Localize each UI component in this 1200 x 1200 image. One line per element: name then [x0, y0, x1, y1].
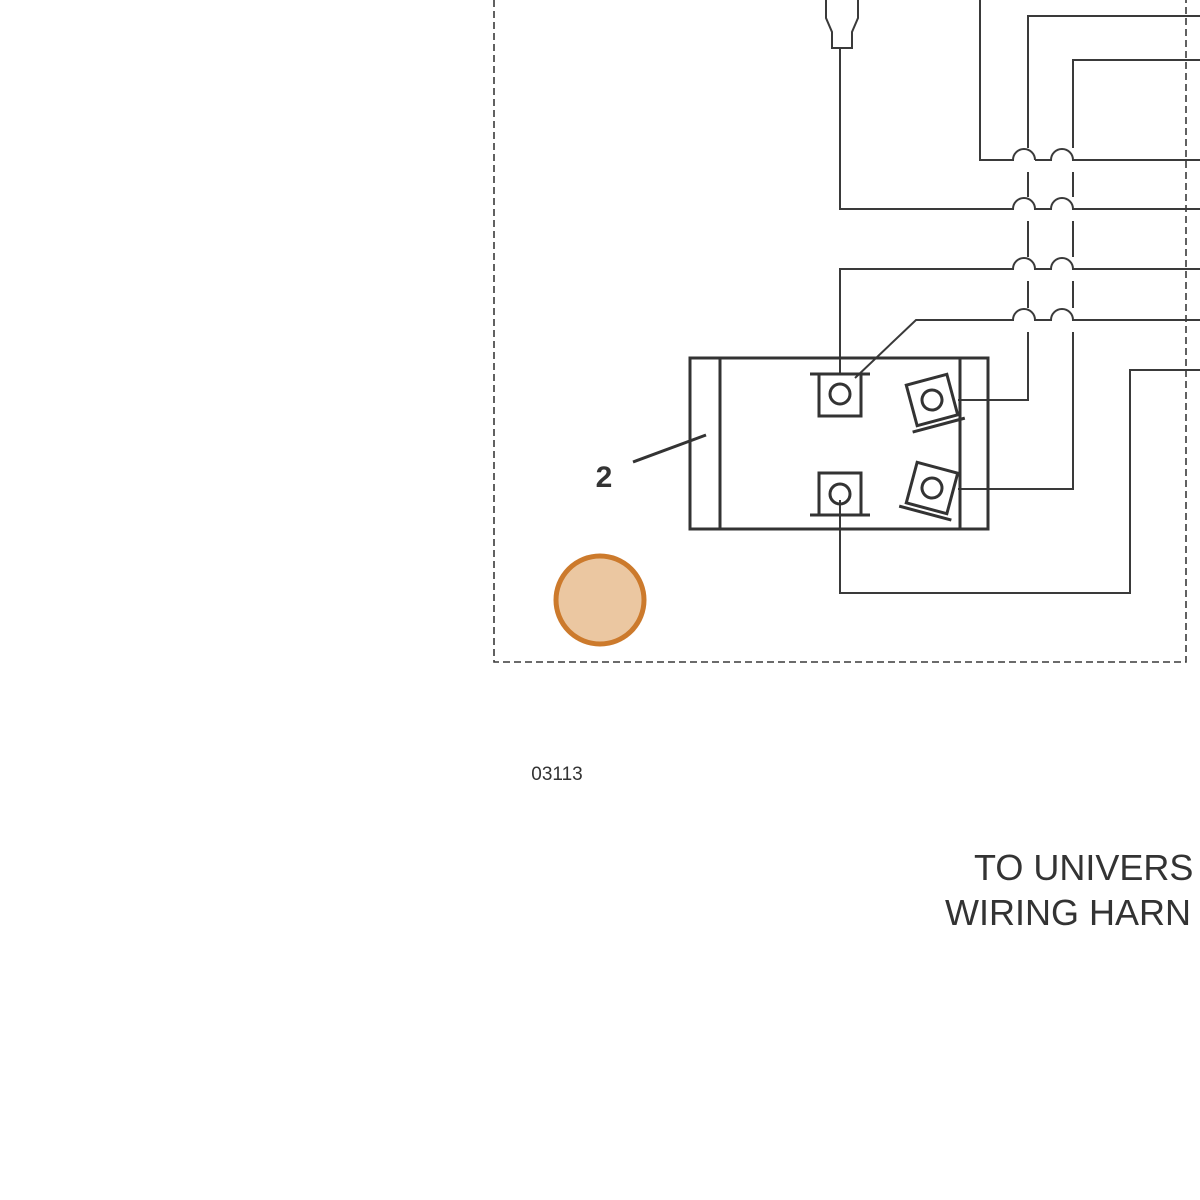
terminal-lower-left — [810, 471, 870, 517]
harness-note-line-2: WIRING HARN — [945, 892, 1191, 933]
callout-label: 2 — [596, 461, 613, 494]
highlight-marker[interactable] — [553, 553, 647, 647]
drawing-number: 03113 — [531, 764, 582, 785]
callout-leader — [632, 433, 707, 464]
terminal-upper-left — [810, 372, 870, 418]
enclosure-boundary — [493, 0, 1187, 663]
harness-note-line-1: TO UNIVERS — [974, 847, 1193, 888]
top-connector — [825, 0, 859, 56]
bus-wires — [839, 0, 1200, 594]
rocker-switch — [688, 356, 990, 531]
terminal-upper-right — [904, 372, 966, 434]
terminal-lower-right — [898, 460, 960, 522]
